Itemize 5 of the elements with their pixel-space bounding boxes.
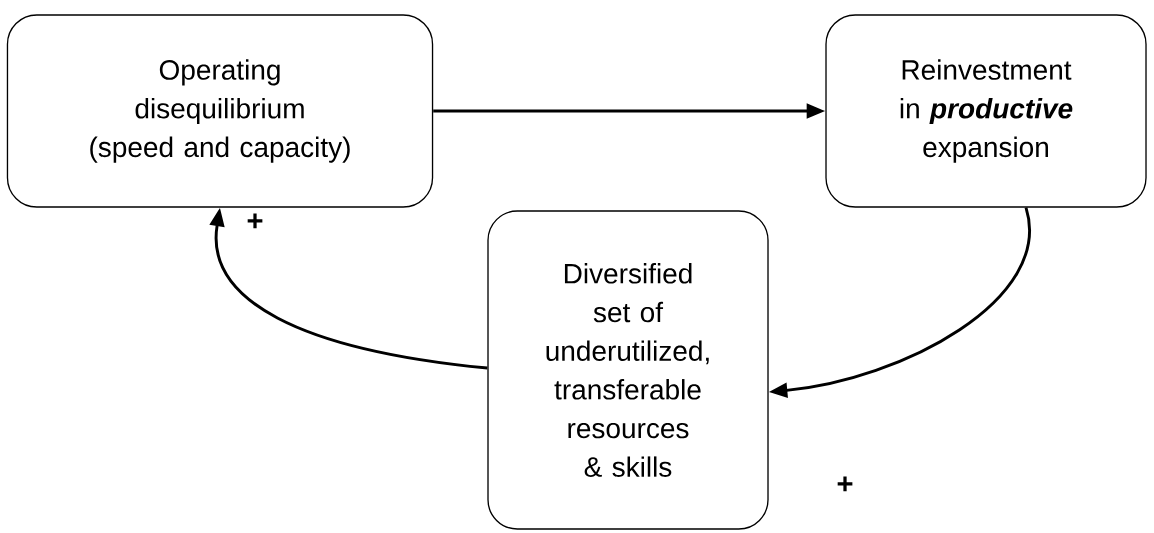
process-box: Reinvestment in productive expansion (825, 14, 1147, 208)
edge-label: + (245, 212, 265, 232)
edge-label: + (835, 475, 855, 495)
process-box: Operating disequilibrium (speed and capacity) (6, 14, 434, 208)
process-box: Diversified set of underutilized, transferable resources & skills (487, 210, 769, 530)
